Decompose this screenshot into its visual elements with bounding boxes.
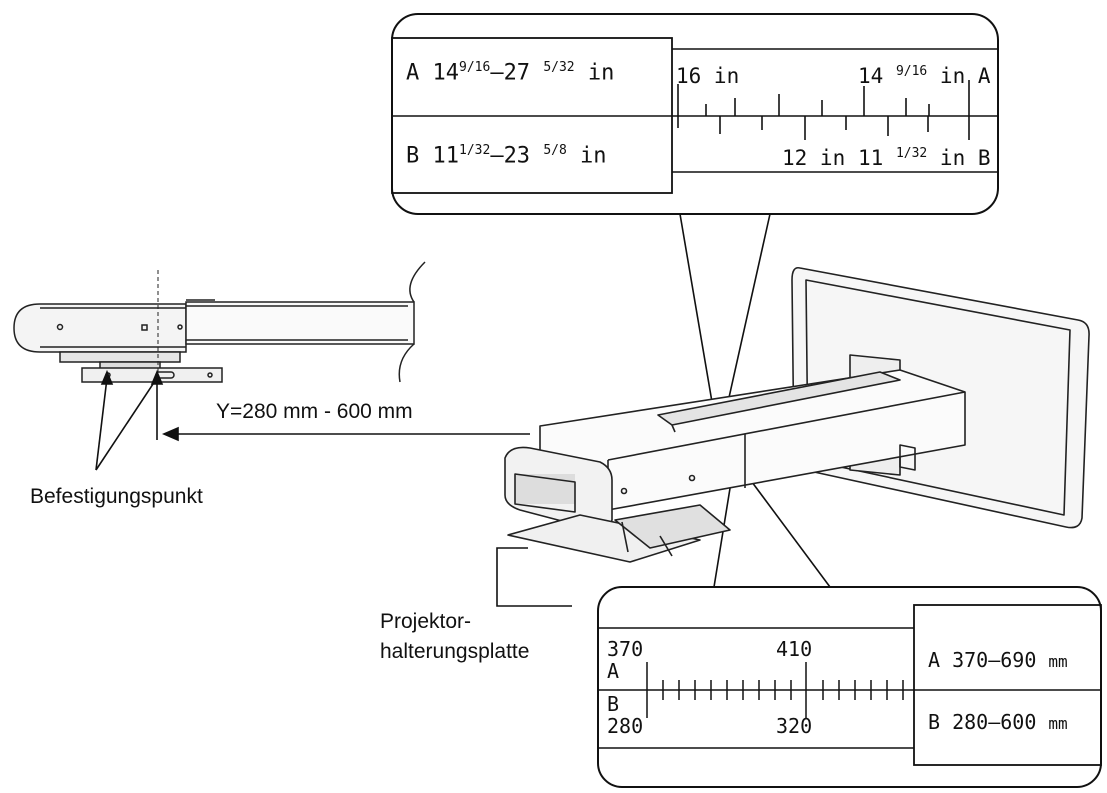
projector-mount — [504, 266, 1090, 563]
top-row-a-frac1: 9/16 — [459, 60, 491, 75]
bottom-ruler-value-320: 320 — [776, 714, 813, 738]
bottom-row-b-range: B 280–600 mm — [928, 710, 1068, 734]
side-view-arm — [13, 261, 426, 383]
fixing-point-label: Befestigungspunkt — [30, 485, 203, 508]
top-row-a-range: A 149/16–27 5/32 in — [406, 60, 614, 85]
top-row-a-frac2: 5/32 — [543, 60, 575, 75]
top-row-b-frac2: 5/8 — [543, 143, 567, 158]
top-ruler-a-int: 14 — [858, 64, 884, 88]
top-row-b-int2: 23 — [503, 143, 531, 169]
top-ruler-b-int: 11 — [858, 146, 884, 170]
bottom-row-b-text: B 280–600 — [928, 710, 1037, 734]
top-ruler-label-a-end: 14 9/16 in A — [858, 64, 991, 88]
top-callout-pointer-right — [727, 213, 771, 403]
bottom-row-b-unit: mm — [1048, 714, 1068, 733]
bottom-label-panel — [913, 604, 1102, 766]
top-ruler-upper-ticks — [677, 80, 970, 116]
y-range-label: Y=280 mm - 600 mm — [216, 400, 413, 423]
top-ruler-a-frac: 9/16 — [895, 64, 928, 79]
top-row-a-label: A — [406, 60, 420, 86]
top-ruler-lower-ticks — [677, 116, 970, 140]
top-row-a-int1: 14 — [432, 60, 460, 86]
top-row-a-unit: in — [587, 60, 615, 86]
bottom-ruler-value-370: 370 — [607, 637, 644, 661]
top-callout-box — [391, 13, 999, 215]
top-row-b-range: B 111/32–23 5/8 in — [406, 143, 607, 168]
top-row-a-sep: – — [490, 60, 504, 86]
top-ruler-label-b-end: 11 1/32 in B — [858, 146, 991, 170]
top-ruler-b-marker: B — [977, 146, 991, 170]
top-row-a-int2: 27 — [503, 60, 531, 86]
bottom-callout-box — [597, 586, 1102, 788]
fixing-point-arrows — [95, 369, 164, 471]
top-ruler-b-unit: in — [939, 146, 966, 170]
y-distance-arrow — [156, 384, 530, 442]
bottom-ruler-value-410: 410 — [776, 637, 813, 661]
top-ruler-label-16in: 16 in — [676, 64, 740, 88]
bottom-ruler-value-280: 280 — [607, 714, 644, 738]
top-ruler-a-marker: A — [977, 64, 991, 88]
top-row-b-unit: in — [580, 143, 607, 169]
bottom-row-a-unit: mm — [1048, 652, 1068, 671]
bottom-row-a-text: A 370–690 — [928, 648, 1037, 672]
top-ruler-label-12in: 12 in — [782, 146, 846, 170]
bottom-ruler-marker-a: A — [607, 659, 620, 683]
bottom-ruler-ticks — [646, 662, 904, 718]
top-row-b-sep: – — [490, 143, 504, 169]
plate-label-leader — [496, 547, 572, 607]
top-ruler-b-frac: 1/32 — [895, 146, 928, 161]
plate-label-line2: halterungsplatte — [380, 640, 530, 663]
top-row-b-frac1: 1/32 — [459, 143, 491, 158]
top-row-b-label: B — [406, 143, 420, 169]
plate-label-line1: Projektor- — [380, 610, 472, 633]
top-ruler-a-unit: in — [939, 64, 966, 88]
bottom-callout-pointer-right — [745, 473, 831, 588]
bottom-ruler-marker-b: B — [607, 692, 620, 716]
bottom-row-a-range: A 370–690 mm — [928, 648, 1068, 672]
top-row-b-int1: 11 — [432, 143, 460, 169]
top-callout-pointer-left — [679, 213, 713, 403]
